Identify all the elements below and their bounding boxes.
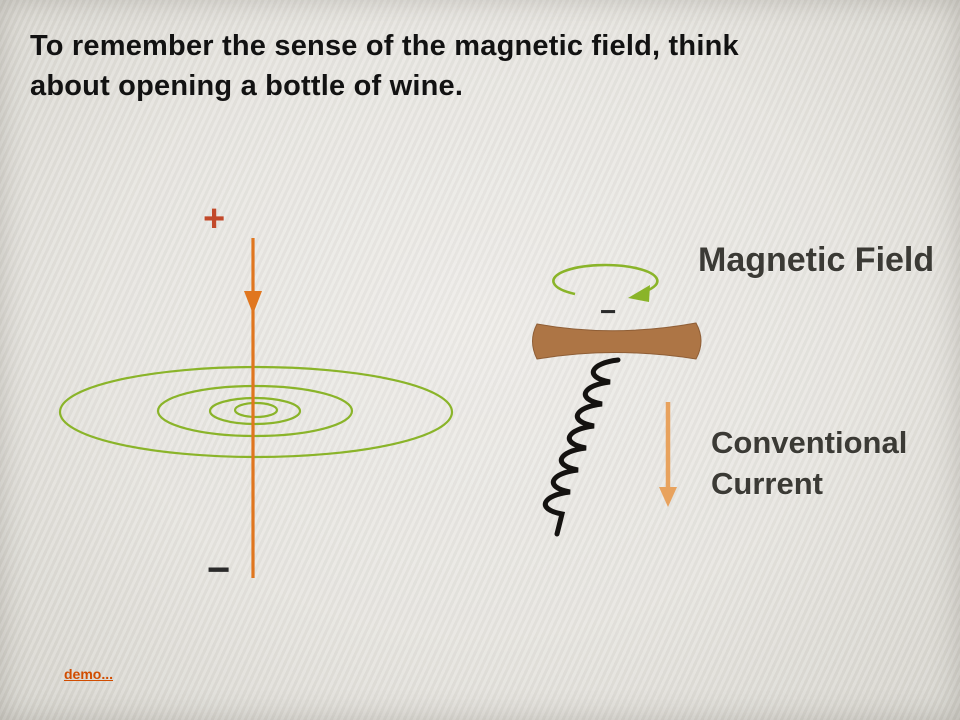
conventional-current-label: Conventional Current (711, 425, 908, 502)
current-direction-arrowhead (244, 291, 262, 314)
wire-plus-terminal-label: + (203, 198, 226, 240)
corkscrew-handle (532, 322, 702, 360)
corkscrew-minus-label: − (600, 296, 617, 327)
conventional-current-arrowhead (659, 487, 677, 507)
rotation-arrowhead (628, 285, 650, 302)
rotation-arrow (552, 263, 659, 302)
wire-minus-terminal-label: − (207, 548, 231, 592)
field-loop-ellipse (58, 365, 454, 459)
demo-link[interactable]: demo... (64, 666, 114, 682)
field-loop-ellipse (233, 401, 279, 419)
field-loops-group (58, 365, 454, 459)
conventional-current-arrow (659, 402, 677, 507)
slide-title-line2: about opening a bottle of wine. (30, 70, 464, 103)
magnetic-field-label: Magnetic Field (698, 241, 935, 279)
corkscrew-spiral (542, 357, 621, 537)
field-loop-ellipse (156, 384, 354, 438)
field-loop-ellipse (208, 396, 302, 426)
slide-title-line1: To remember the sense of the magnetic fi… (30, 30, 739, 62)
slide-title: To remember the sense of the magnetic fi… (30, 26, 940, 106)
